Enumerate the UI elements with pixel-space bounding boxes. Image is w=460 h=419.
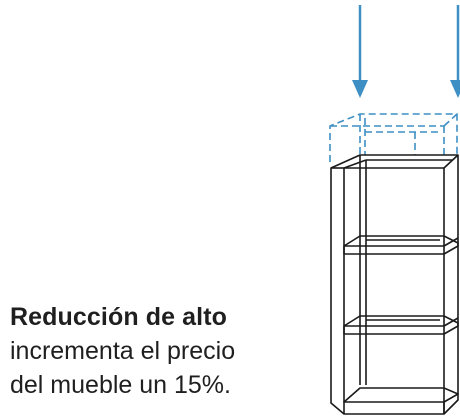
cabinet xyxy=(330,154,459,415)
removed-height-outline xyxy=(329,113,458,162)
caption-line-1: incrementa el precio xyxy=(10,337,236,365)
arrow-down-icon xyxy=(450,5,460,98)
caption-line-2: del mueble un 15%. xyxy=(10,371,231,399)
caption: Reducción de alto incrementa el precio d… xyxy=(10,300,235,402)
caption-title: Reducción de alto xyxy=(10,303,228,331)
arrow-down-icon xyxy=(352,5,368,98)
